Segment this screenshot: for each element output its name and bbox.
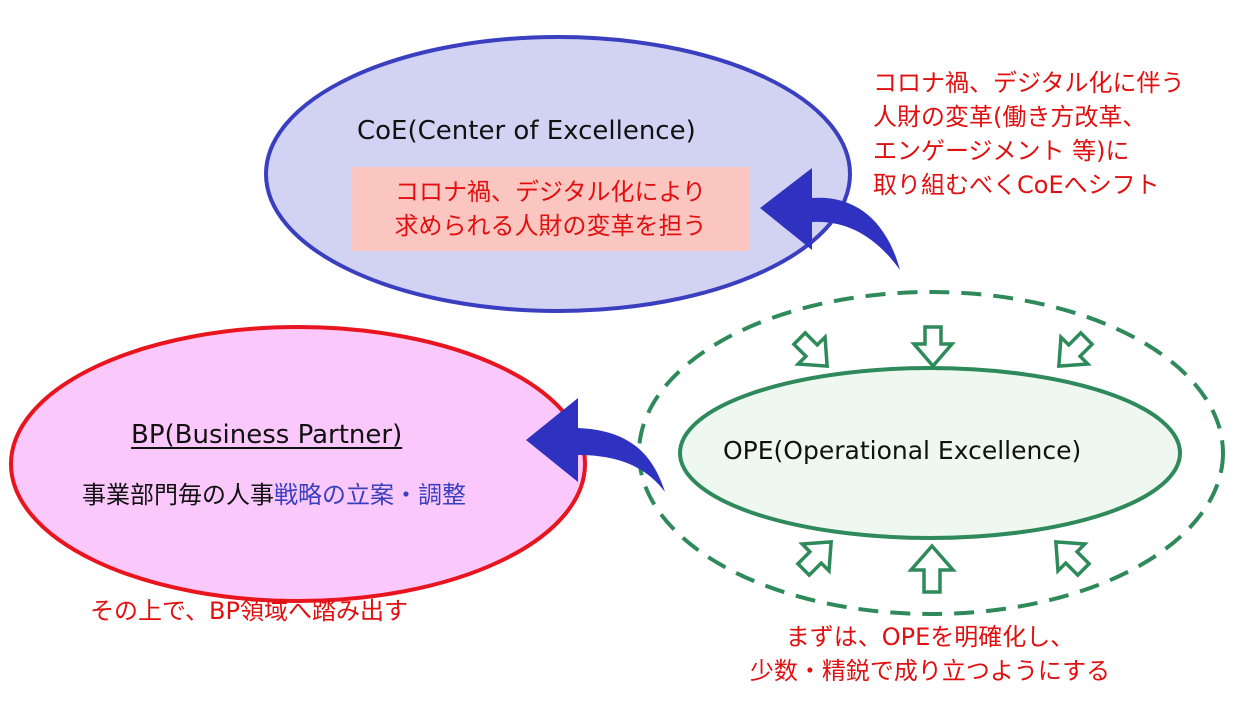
ope-inner-ellipse [678,366,1182,540]
bp-description: 事業部門毎の人事戦略の立案・調整 [82,475,466,510]
curved-arrow-to-coe [760,168,900,270]
bp-title: BP(Business Partner) [131,420,403,450]
coe-shift-note: コロナ禍、デジタル化に伴う 人財の変革(働き方改革、 エンゲージメント 等)に … [873,69,1185,199]
inward-arrow-bottom-right [1053,539,1092,578]
ope-title: OPE(Operational Excellence) [723,436,1082,465]
inward-arrow-top-center [910,325,956,369]
bp-description-plain: 事業部門毎の人事 [82,481,274,509]
ope-step-note: まずは、OPEを明確化し、 少数・精鋭で成り立つようにする [749,623,1111,685]
inward-arrow-bottom-center [907,543,957,594]
inward-arrow-top-right [1056,330,1095,369]
coe-title: CoE(Center of Excellence) [357,116,696,146]
bp-ellipse [9,325,587,603]
coe-highlight-box: コロナ禍、デジタル化により 求められる人財の変革を担う [352,167,749,251]
coe-box-text: コロナ禍、デジタル化により 求められる人財の変革を担う [394,178,707,240]
bp-step-note: その上で、BP領域へ踏み出す [90,597,408,625]
bp-description-highlight: 戦略の立案・調整 [274,481,466,509]
inward-arrow-top-left [791,330,830,369]
curved-arrow-to-bp [526,398,665,492]
inward-arrow-bottom-left [795,539,834,578]
ope-outer-dashed-ellipse [637,290,1225,616]
